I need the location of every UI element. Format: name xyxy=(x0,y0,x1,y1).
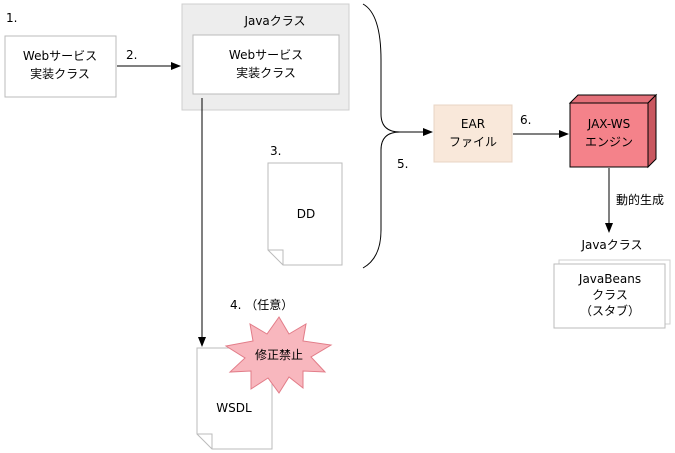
ear-file-line1: EAR xyxy=(461,117,485,131)
dynamic-generation-label: 動的生成 xyxy=(616,192,664,207)
step-3-label: 3. xyxy=(270,144,281,158)
stub-line2: クラス xyxy=(592,288,628,302)
source-class-line2: 実装クラス xyxy=(30,66,90,81)
ear-file-line2: ファイル xyxy=(449,135,497,149)
jaxws-engine-box: JAX-WS エンジン xyxy=(568,93,658,169)
step-1-label: 1. xyxy=(6,11,17,25)
stub-line3: （スタブ） xyxy=(580,303,640,318)
jaxws-engine-face xyxy=(569,102,649,168)
step-4-label: 4. （任意） xyxy=(230,297,293,312)
jaxws-engine-line1: JAX-WS xyxy=(587,117,631,131)
edit-prohibited-burst: 修正禁止 xyxy=(224,316,333,394)
java-class-group-title: Javaクラス xyxy=(243,14,305,28)
stub-group-title: Javaクラス xyxy=(580,238,642,252)
wsdl-label: WSDL xyxy=(216,401,252,415)
stub-class-stack: JavaBeans クラス （スタブ） xyxy=(553,259,671,329)
jaxws-engine-line2: エンジン xyxy=(585,135,633,149)
step-2-label: 2. xyxy=(126,48,137,62)
step-6-label: 6. xyxy=(520,113,531,127)
dd-document: DD xyxy=(267,162,343,266)
source-class-line1: Webサービス xyxy=(23,49,97,63)
step-5-label: 5. xyxy=(397,157,408,171)
stub-line1: JavaBeans xyxy=(578,272,641,286)
dd-label: DD xyxy=(297,207,315,221)
ear-file-box: EAR ファイル xyxy=(433,104,513,163)
java-class-inner-line2: 実装クラス xyxy=(236,65,296,80)
java-class-group: Javaクラス Webサービス 実装クラス xyxy=(181,3,350,111)
web-service-impl-class-source: Webサービス 実装クラス xyxy=(4,35,117,98)
java-class-inner-box xyxy=(192,34,340,95)
edit-prohibited-label: 修正禁止 xyxy=(255,347,303,362)
ear-file-fill xyxy=(433,104,513,163)
grouping-brace xyxy=(362,3,401,269)
java-class-inner-line1: Webサービス xyxy=(229,48,303,62)
